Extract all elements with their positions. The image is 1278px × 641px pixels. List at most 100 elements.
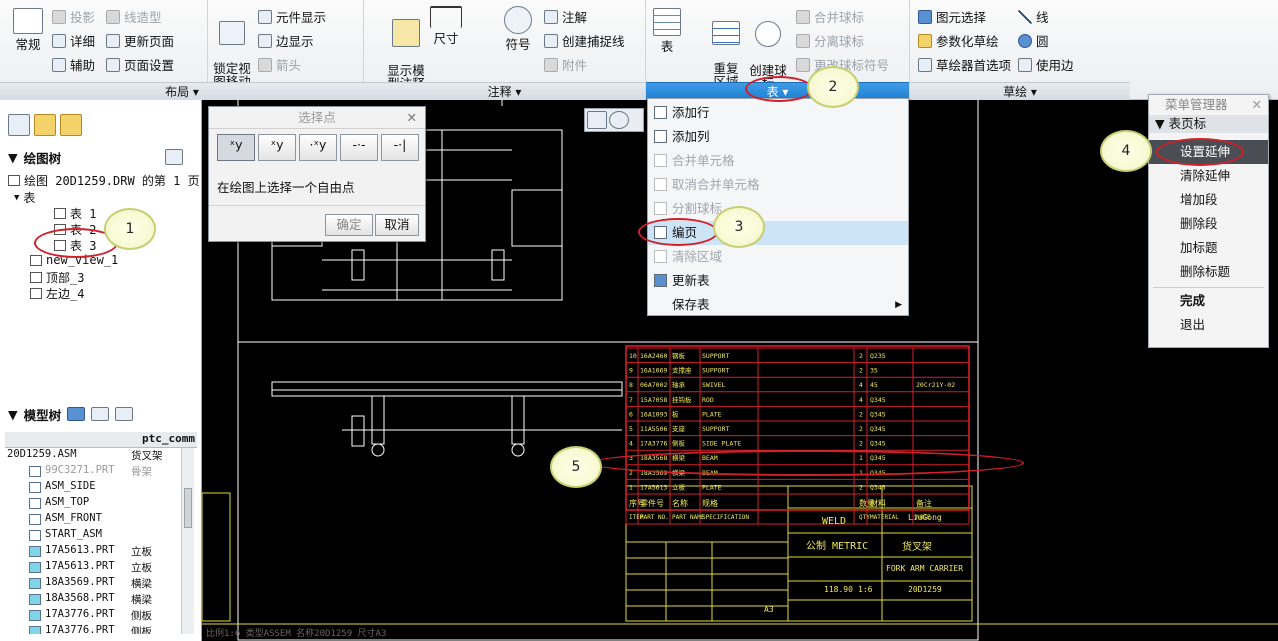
line-style-button[interactable]: 线造型 — [106, 7, 162, 26]
edge-display-button[interactable]: 边显示 — [258, 31, 314, 50]
layout-group-label[interactable]: 布局 ▾ — [0, 82, 364, 100]
note-button[interactable]: 注解 — [544, 7, 587, 26]
folder-tab-icon[interactable] — [34, 114, 56, 136]
cancel-button[interactable]: 取消 — [375, 214, 419, 236]
datum-plane-icon — [29, 530, 41, 541]
bom-cell: Q345 — [870, 396, 886, 404]
model-display-icon[interactable] — [67, 407, 86, 421]
mm-delete-title[interactable]: 删除标题 — [1180, 264, 1231, 279]
table-button[interactable]: 表 — [650, 8, 684, 53]
drawing-tree-header[interactable]: ▼ 绘图树 — [0, 146, 201, 168]
menu-add-column[interactable]: 添加列 — [648, 125, 908, 149]
bom-cell: Q345 — [870, 425, 886, 433]
bom-header-cn: 材料 — [870, 498, 886, 508]
menu-merge-cells[interactable]: 合并单元格 — [648, 149, 908, 173]
title-name-en: FORK ARM CARRIER — [886, 564, 963, 573]
tools-icon[interactable] — [91, 407, 110, 421]
tree-node-sheet[interactable]: 绘图 20D1259.DRW 的第 1 页 — [8, 172, 200, 189]
free-point-button[interactable]: ˣy — [217, 134, 255, 161]
model-tree-row[interactable]: ASM_TOP — [5, 496, 181, 512]
tree-node-left[interactable]: 左边_4 — [30, 285, 84, 302]
bom-cell: 18A3569 — [640, 469, 667, 477]
callout-1: 1 — [104, 208, 156, 250]
menu-save-table[interactable]: 保存表▶ — [648, 293, 908, 317]
model-settings-icon[interactable] — [115, 407, 134, 421]
vertex-button[interactable]: -·| — [381, 134, 419, 161]
menu-clear-region[interactable]: 清除区域 — [648, 245, 908, 269]
update-page-button[interactable]: 更新页面 — [106, 31, 174, 50]
mm-add-title[interactable]: 加标题 — [1180, 240, 1218, 255]
close-icon[interactable]: ✕ — [1251, 97, 1262, 112]
show-model-annotations-button[interactable]: 显示模 型注释 — [382, 6, 430, 90]
mm-clear-extension[interactable]: 清除延伸 — [1180, 168, 1231, 183]
general-button[interactable]: 常规 — [8, 8, 48, 51]
symbol-button[interactable]: 符号 — [496, 6, 540, 51]
menu-update-table[interactable]: 更新表 — [648, 269, 908, 293]
tree-node-tables[interactable]: ▼表 — [14, 189, 35, 206]
merge-balloon-button[interactable]: 合并球标 — [796, 7, 864, 26]
bom-header-en: ITEM — [629, 514, 644, 521]
detail-button[interactable]: 详细 — [52, 31, 95, 50]
zoom-in-icon[interactable] — [609, 111, 629, 129]
tree-tab-icon[interactable] — [8, 114, 30, 136]
collapse-icon[interactable]: ▼ — [8, 149, 18, 165]
auxiliary-icon — [52, 57, 66, 72]
sketch-group-label[interactable]: 草绘 ▾ — [910, 82, 1130, 100]
sketcher-preferences-button[interactable]: 草绘器首选项 — [918, 55, 1011, 74]
snap-line-button[interactable]: 创建捕捉线 — [544, 31, 625, 50]
circle-button[interactable]: 圆 — [1018, 31, 1049, 50]
lock-view-button[interactable]: 锁定视 图移动 — [210, 8, 254, 88]
mm-add-segment[interactable]: 增加段 — [1180, 192, 1218, 207]
menu-manager-section[interactable]: ▼ 表页标 — [1149, 115, 1268, 133]
element-select-button[interactable]: 图元选择 — [918, 7, 986, 26]
mm-done[interactable]: 完成 — [1180, 293, 1206, 308]
model-tree-header[interactable]: ▼ 模型树 — [0, 403, 200, 425]
model-tree-row[interactable]: ASM_FRONT — [5, 512, 181, 528]
view-icon — [30, 288, 42, 299]
line-button[interactable]: 线 — [1018, 7, 1049, 26]
collapse-icon[interactable]: ▼ — [8, 406, 18, 422]
favorites-tab-icon[interactable] — [60, 114, 82, 136]
menu-add-row[interactable]: 添加行 — [648, 101, 908, 125]
ok-button[interactable]: 确定 — [325, 214, 373, 236]
use-edge-button[interactable]: 使用边 — [1018, 55, 1074, 74]
split-balloon-button[interactable]: 分离球标 — [796, 31, 864, 50]
relative-coord-button[interactable]: ·ˣy — [299, 134, 337, 161]
menu-split-balloon[interactable]: 分割球标 — [648, 197, 908, 221]
model-tree-scrollbar[interactable] — [181, 448, 194, 634]
projection-button[interactable]: 投影 — [52, 7, 95, 26]
annotation-group-label[interactable]: 注释 ▾ — [364, 82, 645, 100]
repeat-region-button[interactable]: 重复 区域 — [708, 8, 744, 88]
model-tree-row[interactable]: START_ASM — [5, 528, 181, 544]
update-table-icon — [654, 274, 667, 287]
scrollbar-thumb[interactable] — [184, 488, 192, 528]
tree-node-table-1[interactable]: 表 1 — [54, 205, 96, 222]
menu-unmerge-cells[interactable]: 取消合并单元格 — [648, 173, 908, 197]
parametric-sketch-button[interactable]: 参数化草绘 — [918, 31, 999, 50]
mm-delete-segment[interactable]: 删除段 — [1180, 216, 1218, 231]
tree-node-top[interactable]: 顶部_3 — [30, 269, 84, 286]
zoom-fit-icon[interactable] — [587, 111, 607, 129]
on-entity-button[interactable]: -·- — [340, 134, 378, 161]
page-setup-icon — [106, 57, 120, 72]
dimension-button[interactable]: 尺寸 — [426, 6, 466, 45]
arrow-button[interactable]: 箭头 — [258, 55, 301, 74]
close-icon[interactable]: ✕ — [406, 110, 417, 125]
absolute-coord-button[interactable]: ˣy — [258, 134, 296, 161]
mm-quit[interactable]: 退出 — [1180, 317, 1206, 332]
page-setup-button[interactable]: 页面设置 — [106, 55, 174, 74]
attachment-button[interactable]: 附件 — [544, 55, 587, 74]
auxiliary-button[interactable]: 辅助 — [52, 55, 95, 74]
component-display-button[interactable]: 元件显示 — [258, 7, 326, 26]
tree-settings-icon[interactable] — [165, 149, 183, 165]
model-tree-row[interactable]: ASM_SIDE — [5, 480, 181, 496]
select-point-dialog: 选择点✕ ˣy ˣy ·ˣy -·- -·| 在绘图上选择一个自由点 确定 取消 — [208, 106, 426, 242]
